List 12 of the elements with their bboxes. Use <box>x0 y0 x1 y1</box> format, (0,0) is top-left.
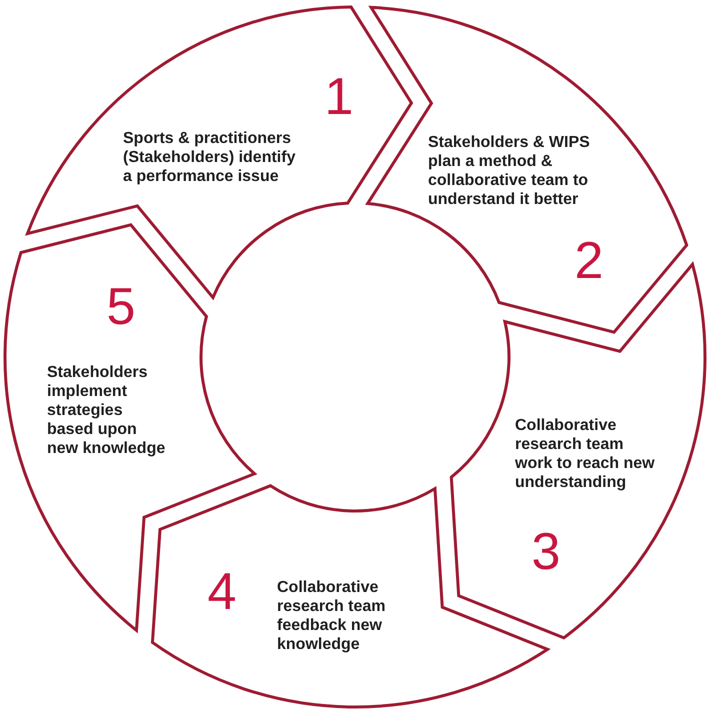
step-description: Sports & practitioners (Stakeholders) identify a performance issue <box>123 129 296 186</box>
step-description: Stakeholders & WIPS plan a method & collaborative team to understand it better <box>428 133 591 209</box>
step-description: Stakeholders implement strategies based upon new knowledge <box>47 363 166 458</box>
cycle-segment <box>364 4 690 336</box>
step-number: 2 <box>574 235 604 287</box>
step-number: 3 <box>532 526 560 578</box>
step-number: 4 <box>208 566 236 618</box>
cycle-segment <box>2 221 258 634</box>
step-number: 5 <box>106 281 136 333</box>
step-description: Collaborative research team work to reach new understanding <box>515 416 656 492</box>
step-description: Collaborative research team feedback new knowledge <box>277 578 387 654</box>
step-number: 1 <box>324 71 354 123</box>
